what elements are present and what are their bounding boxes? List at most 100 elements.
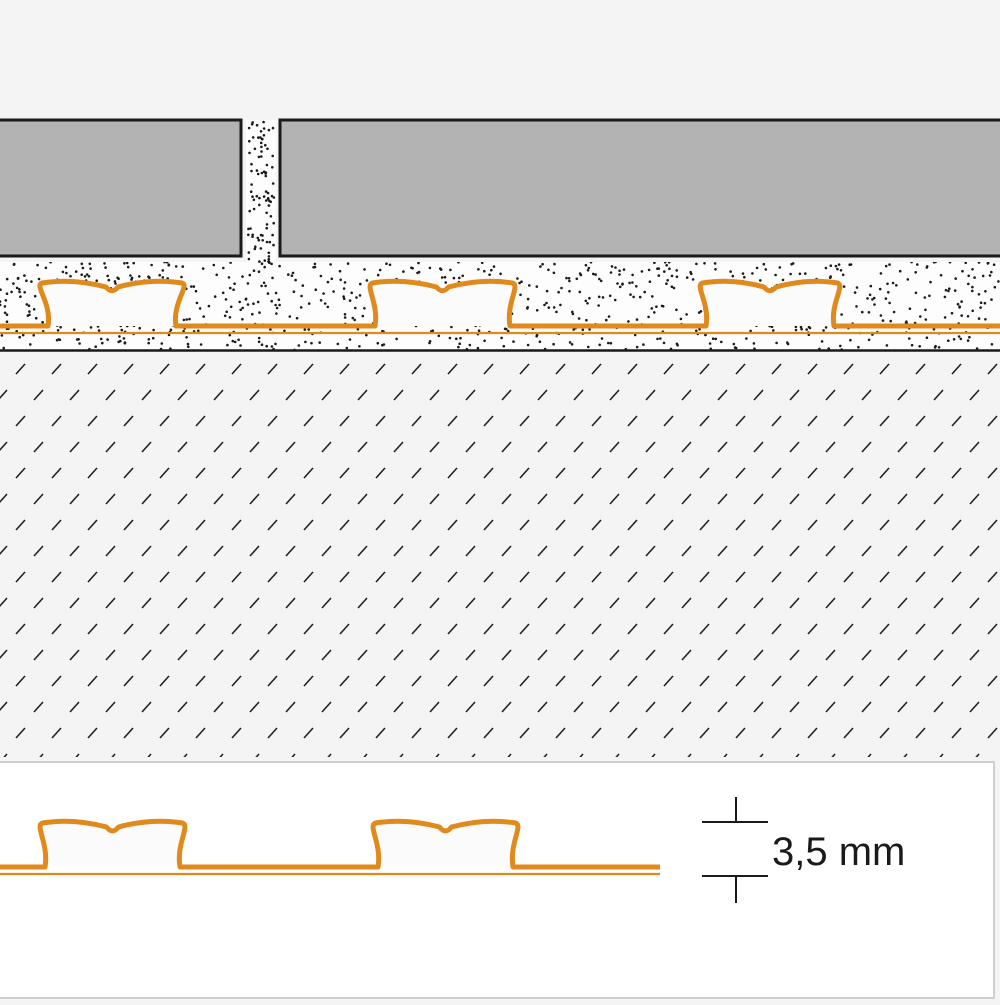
hatch-mark (159, 727, 170, 739)
speckle-dot (805, 328, 808, 331)
membrane-profile (0, 818, 660, 870)
speckle-dot (247, 257, 251, 261)
speckle-dot (656, 337, 659, 341)
hatch-mark (483, 363, 494, 375)
speckle-dot (182, 329, 185, 333)
hatch-mark (681, 649, 692, 661)
speckle-dot (326, 280, 330, 284)
speckle-dot (326, 305, 330, 309)
speckle-dot (252, 198, 256, 202)
hatch-mark (627, 675, 638, 687)
speckle-dot (898, 269, 902, 273)
speckle-dot (977, 293, 981, 296)
speckle-dot (440, 276, 444, 279)
speckle-dot (954, 277, 957, 280)
speckle-dot (822, 329, 825, 332)
speckle-dot (300, 294, 303, 298)
hatch-mark (987, 675, 998, 687)
speckle-dot (269, 200, 273, 204)
speckle-dot (266, 292, 270, 295)
speckle-dot (106, 274, 109, 278)
hatch-mark (411, 519, 422, 531)
speckle-dot (670, 285, 674, 289)
hatch-mark (843, 467, 854, 479)
hatch-mark (987, 623, 998, 635)
hatch-mark (0, 493, 8, 503)
speckle-dot (869, 284, 873, 288)
speckle-dot (18, 288, 21, 291)
speckle-dot (259, 247, 263, 250)
speckle-dot (271, 166, 274, 169)
speckle-dot (103, 262, 106, 265)
speckle-dot (786, 342, 790, 346)
hatch-mark (465, 493, 476, 505)
speckle-dot (986, 261, 990, 265)
hatch-mark (843, 623, 854, 635)
hatch-mark (15, 415, 26, 427)
hatch-mark (447, 467, 458, 479)
hatch-mark (771, 571, 782, 583)
speckle-dot (34, 316, 38, 320)
speckle-dot (764, 268, 768, 271)
hatch-mark (303, 467, 314, 479)
speckle-dot (568, 289, 571, 293)
hatch-mark (573, 701, 584, 713)
hatch-mark (15, 623, 26, 635)
speckle-dot (943, 316, 947, 319)
speckle-dot (201, 267, 205, 270)
hatch-mark (411, 571, 422, 583)
hatch-mark (339, 623, 350, 635)
speckle-dot (519, 293, 522, 297)
speckle-dot (516, 277, 519, 280)
hatch-mark (159, 519, 170, 531)
hatch-mark (249, 597, 260, 609)
hatch-mark (969, 649, 980, 661)
hatch-mark (537, 597, 548, 609)
speckle-dot (685, 313, 688, 316)
speckle-dot (19, 295, 22, 299)
speckle-dot (253, 247, 257, 251)
speckle-dot (238, 300, 241, 304)
hatch-mark (753, 649, 764, 661)
speckle-dot (223, 314, 227, 318)
speckle-dot (655, 305, 658, 309)
hatch-mark (771, 363, 782, 375)
speckle-dot (600, 337, 604, 340)
hatch-mark (195, 623, 206, 635)
hatch-mark (537, 441, 548, 453)
speckle-dot (483, 269, 486, 273)
hatch-mark (699, 675, 710, 687)
speckle-dot (343, 281, 347, 284)
speckle-dot (189, 285, 193, 288)
speckle-dot (924, 318, 928, 321)
hatch-mark (501, 493, 512, 505)
hatch-mark (537, 649, 548, 661)
hatch-mark (33, 441, 44, 453)
hatch-mark (897, 545, 908, 557)
hatch-mark (123, 415, 134, 427)
speckle-dot (5, 320, 9, 324)
speckle-dot (260, 262, 264, 266)
speckle-dot (867, 311, 871, 314)
hatch-mark (699, 519, 710, 531)
speckle-dot (834, 264, 838, 268)
speckle-dot (33, 294, 37, 298)
hatch-mark (573, 597, 584, 609)
speckle-dot (259, 233, 263, 237)
hatch-mark (177, 701, 188, 713)
hatch-mark (123, 363, 134, 375)
speckle-dot (274, 342, 277, 346)
hatch-mark (303, 415, 314, 427)
hatch-mark (123, 727, 134, 739)
hatch-mark (411, 727, 422, 739)
speckle-dot (925, 265, 929, 268)
speckle-dot (25, 303, 29, 306)
hatch-mark (645, 389, 656, 401)
speckle-dot (535, 285, 539, 288)
hatch-mark (807, 727, 818, 739)
speckle-dot (762, 262, 766, 266)
hatch-mark (303, 623, 314, 635)
speckle-dot (749, 329, 752, 333)
speckle-dot (257, 238, 261, 242)
speckle-dot (584, 263, 588, 267)
